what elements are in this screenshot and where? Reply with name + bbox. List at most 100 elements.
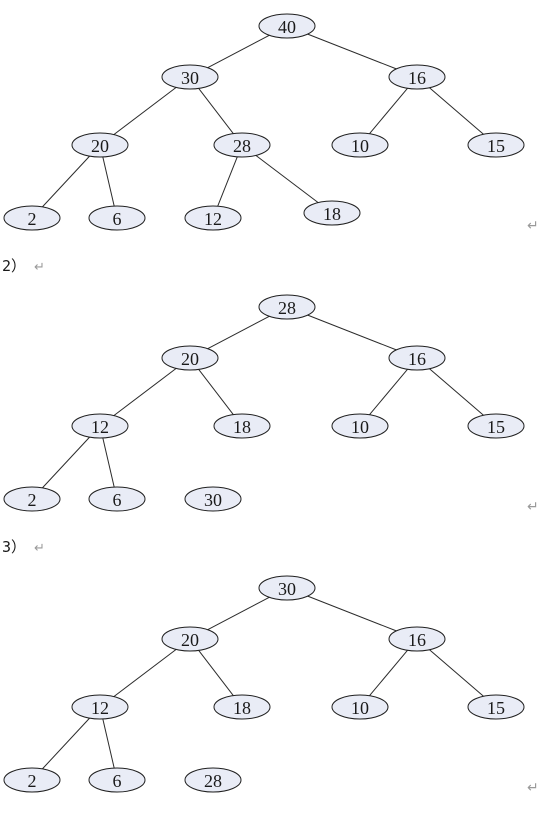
node-label: 15 [487, 136, 505, 156]
tree-node: 10 [331, 413, 389, 439]
node-label: 30 [278, 579, 296, 599]
node-label: 18 [233, 698, 251, 718]
node-ellipse [184, 767, 242, 793]
node-ellipse [213, 413, 271, 439]
node-ellipse [71, 413, 129, 439]
node-label: 12 [91, 698, 109, 718]
node-ellipse [3, 205, 61, 231]
node-label: 12 [91, 417, 109, 437]
node-ellipse [303, 200, 361, 226]
tree-svg: 40 30 16 20 28 10 15 2 6 12 18 [3, 13, 525, 231]
node-ellipse [258, 13, 316, 39]
tree-node: 2 [3, 205, 61, 231]
tree-node: 16 [388, 64, 446, 90]
tree-edge [198, 369, 234, 415]
tree-node: 10 [331, 132, 389, 158]
tree-edge [207, 34, 270, 69]
tree-edge [113, 649, 177, 697]
tree-edge [307, 595, 397, 632]
tree-edge [42, 155, 90, 208]
tree-node: 28 [213, 132, 271, 158]
tree-edge [217, 156, 238, 207]
node-ellipse [161, 64, 219, 90]
paragraph-mark-icon: ↵ [527, 499, 539, 515]
tree-node: 18 [213, 413, 271, 439]
tree-edge [207, 315, 270, 350]
node-label: 10 [351, 136, 369, 156]
tree-edge [307, 33, 397, 70]
tree-edge [113, 87, 177, 135]
tree-node: 6 [88, 486, 146, 512]
tree-edge [198, 650, 234, 696]
node-label: 28 [233, 136, 251, 156]
node-ellipse [213, 132, 271, 158]
node-ellipse [184, 486, 242, 512]
tree-edge [102, 156, 115, 207]
step-2-label: 2）↵ [2, 255, 45, 276]
tree-node: 12 [71, 694, 129, 720]
node-ellipse [88, 205, 146, 231]
tree-node: 20 [161, 626, 219, 652]
tree-node: 18 [213, 694, 271, 720]
node-label: 2 [28, 490, 37, 510]
tree-node: 40 [258, 13, 316, 39]
node-label: 20 [181, 349, 199, 369]
node-ellipse [388, 626, 446, 652]
tree-edge [429, 368, 484, 416]
node-ellipse [71, 132, 129, 158]
tree-edge [42, 436, 90, 489]
node-ellipse [3, 486, 61, 512]
tree-node: 20 [161, 345, 219, 371]
node-label: 15 [487, 698, 505, 718]
step-3-label-text: 3） [2, 538, 27, 556]
node-label: 16 [408, 349, 426, 369]
node-label: 2 [28, 209, 37, 229]
tree-node: 30 [161, 64, 219, 90]
node-label: 18 [323, 204, 341, 224]
tree-node: 15 [467, 413, 525, 439]
node-ellipse [467, 413, 525, 439]
tree-node: 15 [467, 132, 525, 158]
tree-node: 30 [184, 486, 242, 512]
node-ellipse [467, 132, 525, 158]
tree-node: 2 [3, 767, 61, 793]
node-label: 28 [204, 771, 222, 791]
node-ellipse [88, 767, 146, 793]
tree-node: 16 [388, 626, 446, 652]
node-label: 16 [408, 68, 426, 88]
tree-node: 12 [71, 413, 129, 439]
tree-edge [102, 718, 115, 769]
node-ellipse [467, 694, 525, 720]
tree-edge [369, 87, 408, 135]
tree-edge [113, 368, 177, 416]
node-ellipse [258, 294, 316, 320]
paragraph-mark-icon: ↵ [527, 780, 539, 796]
tree-edge [369, 368, 408, 416]
node-ellipse [331, 413, 389, 439]
tree-node: 20 [71, 132, 129, 158]
tree-node: 2 [3, 486, 61, 512]
paragraph-mark-icon: ↵ [34, 541, 45, 556]
node-label: 6 [113, 209, 122, 229]
tree-svg: 28 20 16 12 18 10 15 2 6 30 [3, 294, 525, 512]
node-ellipse [388, 64, 446, 90]
node-ellipse [71, 694, 129, 720]
node-label: 40 [278, 17, 296, 37]
tree-node: 10 [331, 694, 389, 720]
tree-edge [102, 437, 115, 488]
node-ellipse [161, 345, 219, 371]
node-ellipse [184, 205, 242, 231]
node-label: 28 [278, 298, 296, 318]
tree-node: 30 [258, 575, 316, 601]
tree-node: 15 [467, 694, 525, 720]
tree-edge [198, 88, 234, 134]
step-3-label: 3） ↵ [2, 536, 45, 557]
node-ellipse [331, 132, 389, 158]
node-label: 12 [204, 209, 222, 229]
paragraph-mark-icon: ↵ [34, 260, 45, 275]
node-ellipse [161, 626, 219, 652]
tree-node: 18 [303, 200, 361, 226]
tree-edge [429, 649, 484, 697]
